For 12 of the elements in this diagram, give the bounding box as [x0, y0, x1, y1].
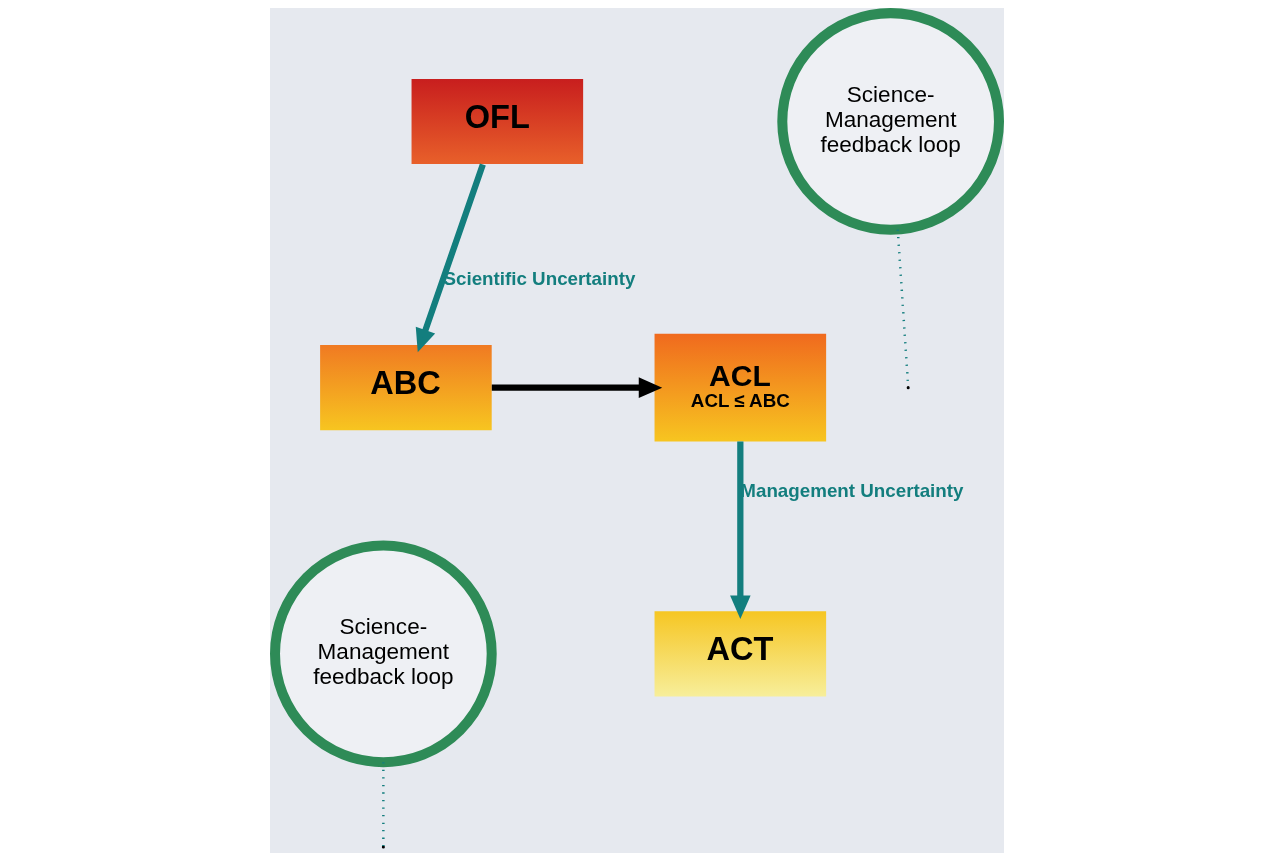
- node-circle: Science- Management feedback loop: [270, 540, 497, 768]
- node-box: OFL: [411, 78, 584, 165]
- node-box: ACT: [654, 611, 827, 697]
- node-box: ACL ACL ≤ ABC: [654, 333, 827, 442]
- arrow: [491, 377, 663, 398]
- node-box: ABC: [320, 345, 492, 431]
- arrow: [415, 163, 486, 353]
- edge-label: Management Uncertainty: [740, 479, 964, 501]
- node-circle: Science- Management feedback loop: [777, 8, 1004, 235]
- edge-label: Scientific Uncertainty: [443, 267, 636, 289]
- connector: [382, 762, 385, 846]
- arrow: [730, 441, 751, 619]
